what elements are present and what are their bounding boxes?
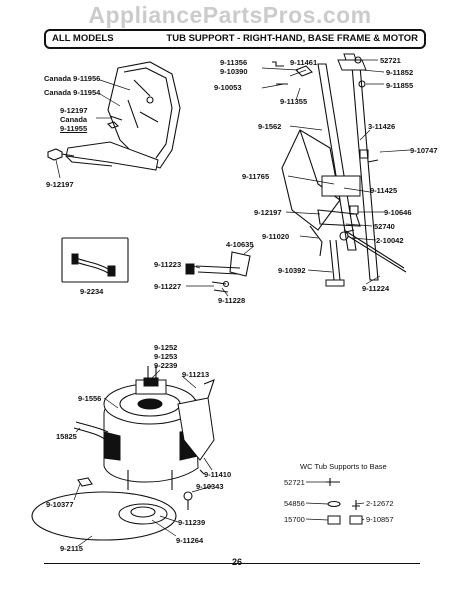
label-9-10053: 9-10053 (214, 83, 242, 92)
label-9-1556: 9-1556 (78, 394, 102, 403)
label-9-11020: 9-11020 (262, 232, 290, 241)
label-9-11227: 9-11227 (154, 282, 182, 291)
label-9-1562: 9-1562 (258, 122, 282, 131)
title-models: ALL MODELS (52, 33, 114, 44)
label-9-11955: 9-11955 (60, 124, 88, 133)
label-9-11765: 9-11765 (242, 172, 270, 181)
label-9-11852: 9-11852 (386, 68, 414, 77)
label-9-11213: 9-11213 (182, 370, 210, 379)
label-9-11264: 9-11264 (176, 536, 204, 545)
motor-assembly (31, 366, 215, 541)
leader-lines (55, 59, 411, 547)
label-9-2115: 9-2115 (60, 544, 83, 553)
label-3-11426: 3-11426 (368, 122, 396, 131)
label-9-12197-top: 9-12197 (60, 106, 88, 115)
label-9-12197-bottom: 9-12197 (46, 180, 74, 189)
label-9-10390: 9-10390 (220, 67, 248, 76)
label-canada-9-11954: Canada 9-11954 (44, 88, 101, 97)
label-9-11224: 9-11224 (362, 284, 390, 293)
base-frame-assembly (272, 53, 407, 287)
label-52740: 52740 (374, 222, 395, 231)
page-footer-rule (44, 563, 420, 564)
label-9-10377: 9-10377 (46, 500, 74, 509)
wire-harness-inset (61, 237, 129, 283)
motor-mount-hardware (185, 251, 251, 293)
label-9-11356: 9-11356 (220, 58, 248, 67)
label-9-2239: 9-2239 (154, 361, 178, 370)
label-9-10392: 9-10392 (278, 266, 306, 275)
inset-label-52721: 52721 (284, 478, 305, 487)
label-9-11223: 9-11223 (154, 260, 182, 269)
inset-label-54856: 54856 (284, 499, 305, 508)
label-9-10343: 9-10343 (196, 482, 224, 491)
splash-shield-part (47, 61, 181, 171)
label-15825: 15825 (56, 432, 77, 441)
label-9-10646: 9-10646 (384, 208, 412, 217)
wc-tub-support-hardware (326, 478, 363, 525)
label-9-11410: 9-11410 (204, 470, 232, 479)
inset-label-15700: 15700 (284, 515, 305, 524)
label-9-11228: 9-11228 (218, 296, 246, 305)
inset-title: WC Tub Supports to Base (300, 462, 387, 471)
page-number: 26 (231, 557, 242, 567)
label-9-1253: 9-1253 (154, 352, 178, 361)
label-9-11355: 9-11355 (280, 97, 308, 106)
label-9-1252: 9-1252 (154, 343, 178, 352)
label-9-11425: 9-11425 (370, 186, 398, 195)
inset-label-9-10857: 9-10857 (366, 515, 394, 524)
label-canada-word: Canada (60, 115, 88, 124)
label-canada-9-11956: Canada 9-11956 (44, 74, 101, 83)
inset-label-2-12672: 2-12672 (366, 499, 394, 508)
label-9-11239: 9-11239 (178, 518, 206, 527)
label-9-2234: 9-2234 (80, 287, 104, 296)
page-title-box: ALL MODELS TUB SUPPORT - RIGHT-HAND, BAS… (44, 29, 426, 49)
label-52721: 52721 (380, 56, 401, 65)
label-9-12197-right: 9-12197 (254, 208, 282, 217)
label-9-11855: 9-11855 (386, 81, 414, 90)
label-2-10042: 2-10042 (376, 236, 404, 245)
title-section: TUB SUPPORT - RIGHT-HAND, BASE FRAME & M… (166, 33, 418, 44)
label-9-10747: 9-10747 (410, 146, 438, 155)
label-4-10635: 4-10635 (226, 240, 254, 249)
watermark-text: AppliancePartsPros.com (88, 2, 372, 28)
label-9-11461: 9-11461 (290, 58, 318, 67)
